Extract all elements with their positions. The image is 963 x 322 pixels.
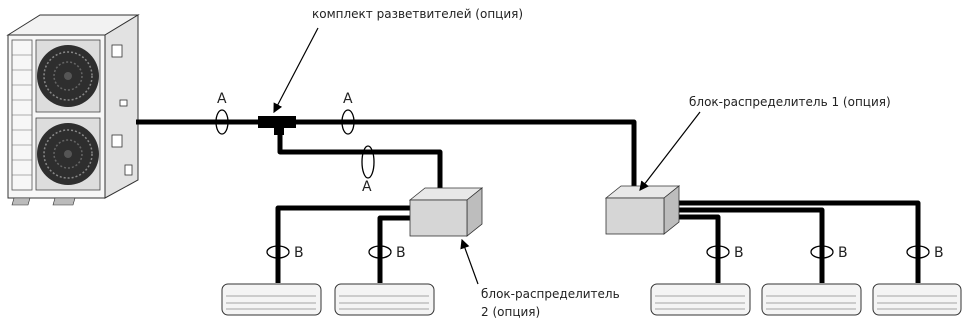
marker-b-4: B — [838, 245, 848, 261]
marker-a-1: A — [217, 91, 227, 107]
marker-b-1: B — [294, 245, 304, 261]
distribution-box-2-label-line1: блок-распределитель — [481, 287, 620, 301]
distribution-box-1 — [604, 185, 681, 235]
marker-a-2: A — [343, 91, 353, 107]
distribution-box-1-label: блок-распределитель 1 (опция) — [689, 95, 891, 109]
branch-kit-label: комплект разветвителей (опция) — [312, 7, 523, 21]
indoor-unit-3 — [650, 283, 751, 316]
marker-a-3: A — [362, 179, 372, 195]
leader-arrows — [273, 27, 701, 285]
distribution-box-2-label-line2: 2 (опция) — [481, 305, 540, 319]
indoor-unit-1 — [221, 283, 322, 316]
refrigerant-pipes — [136, 119, 921, 283]
indoor-unit-2 — [334, 283, 435, 316]
distribution-box-2 — [408, 187, 484, 237]
marker-b-3: B — [734, 245, 744, 261]
outdoor-unit — [6, 14, 140, 206]
marker-b-5: B — [934, 245, 944, 261]
indoor-unit-5 — [872, 283, 962, 316]
pipe-section-markers — [215, 109, 930, 259]
indoor-unit-4 — [761, 283, 862, 316]
branch-kit — [258, 116, 296, 135]
marker-b-2: B — [396, 245, 406, 261]
